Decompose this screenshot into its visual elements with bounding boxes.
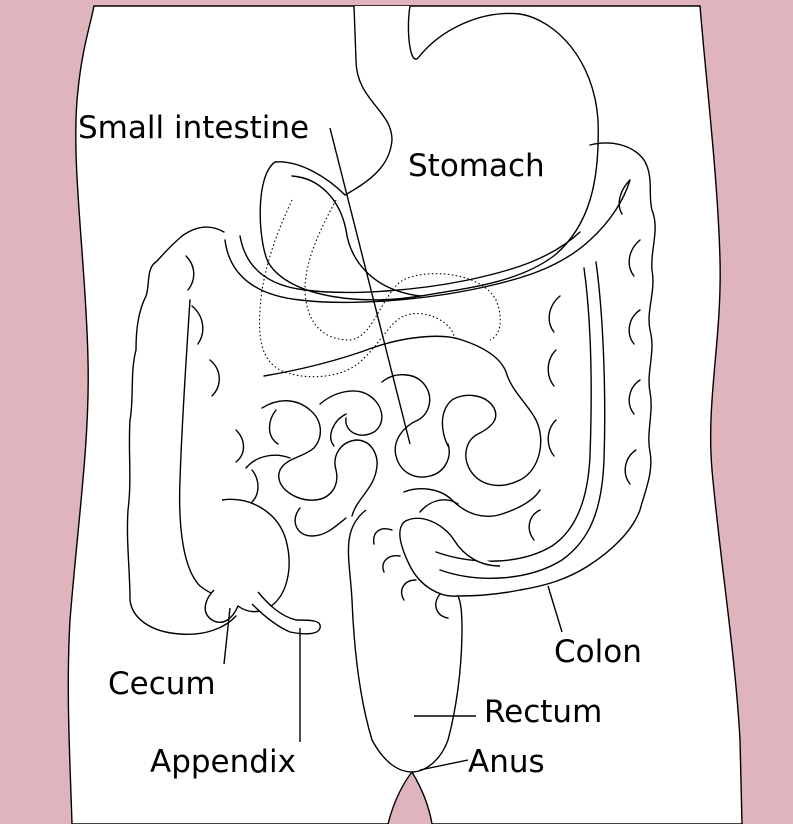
label-appendix: Appendix bbox=[150, 744, 296, 780]
label-small-intestine: Small intestine bbox=[78, 110, 309, 146]
label-cecum: Cecum bbox=[108, 666, 216, 702]
label-stomach: Stomach bbox=[408, 148, 545, 184]
label-anus: Anus bbox=[468, 744, 545, 780]
label-rectum: Rectum bbox=[484, 694, 602, 730]
label-colon: Colon bbox=[554, 634, 642, 670]
